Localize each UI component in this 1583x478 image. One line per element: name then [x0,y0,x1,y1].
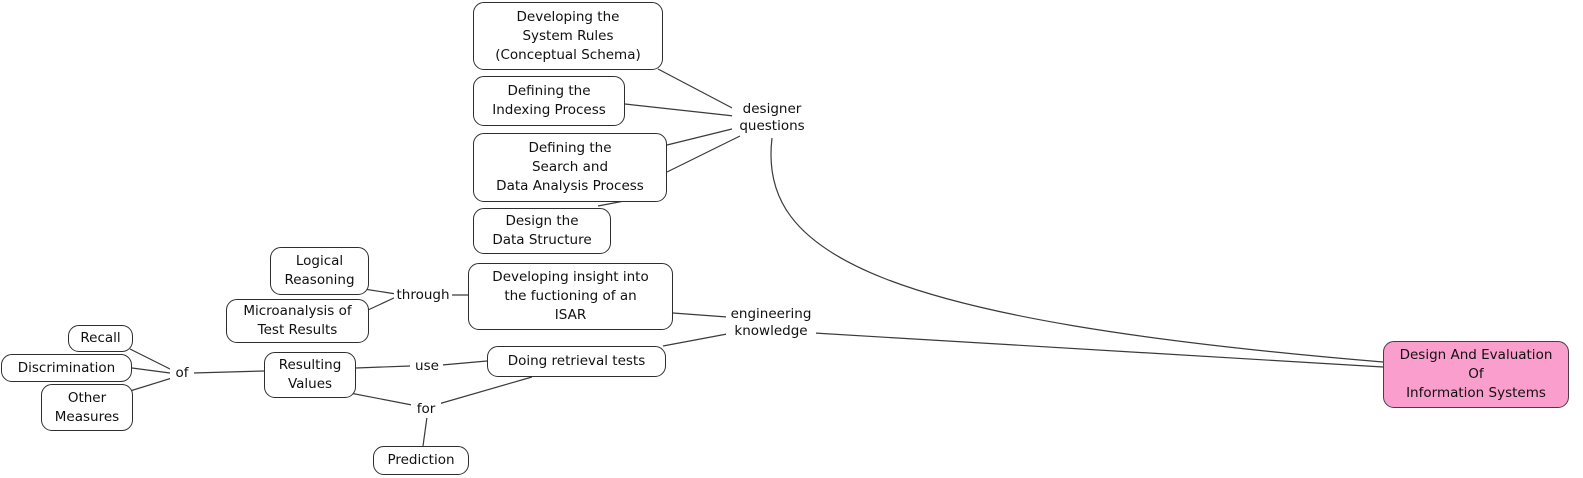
node-developing-system-rules[interactable]: Developing the System Rules (Conceptual … [473,2,663,70]
node-prediction[interactable]: Prediction [373,446,469,475]
node-developing-insight-isar[interactable]: Developing insight into the fuctioning o… [468,263,673,330]
node-design-data-structure[interactable]: Design the Data Structure [473,208,611,254]
connector-line [657,68,737,111]
node-discrimination[interactable]: Discrimination [1,354,132,382]
connector-line [434,376,533,406]
link-label-designer-questions[interactable]: designer questions [732,101,812,135]
connector-line [363,288,397,295]
connector-line [131,367,171,374]
connector-line [192,370,265,374]
connector-line [422,416,428,447]
connector-line [672,312,728,318]
link-label-engineering-knowledge[interactable]: engineering knowledge [726,306,816,340]
connector-line [666,127,737,146]
node-design-and-evaluation-of-information-systems[interactable]: Design And Evaluation Of Information Sys… [1383,341,1569,408]
connector-line [813,332,1384,368]
node-microanalysis-test-results[interactable]: Microanalysis of Test Results [226,299,369,343]
connector-line [662,333,728,347]
connector-line [349,392,413,406]
node-defining-search-data-analysis[interactable]: Defining the Search and Data Analysis Pr… [473,133,667,202]
connector-line [441,360,488,366]
node-logical-reasoning[interactable]: Logical Reasoning [270,247,369,295]
connector-line [129,348,173,371]
connector-line [355,365,411,369]
link-label-use[interactable]: use [411,358,443,375]
connector-line [666,135,741,173]
connector-line [770,137,1384,363]
node-recall[interactable]: Recall [68,325,133,352]
connector-line [367,296,397,311]
connector-line [624,103,735,117]
node-defining-indexing-process[interactable]: Defining the Indexing Process [473,76,625,126]
connector-line [129,377,173,392]
node-doing-retrieval-tests[interactable]: Doing retrieval tests [487,346,666,377]
link-label-of[interactable]: of [170,365,194,382]
node-other-measures[interactable]: Other Measures [41,384,133,431]
node-resulting-values[interactable]: Resulting Values [264,352,356,398]
link-label-for[interactable]: for [411,401,441,418]
link-label-through[interactable]: through [394,287,452,304]
